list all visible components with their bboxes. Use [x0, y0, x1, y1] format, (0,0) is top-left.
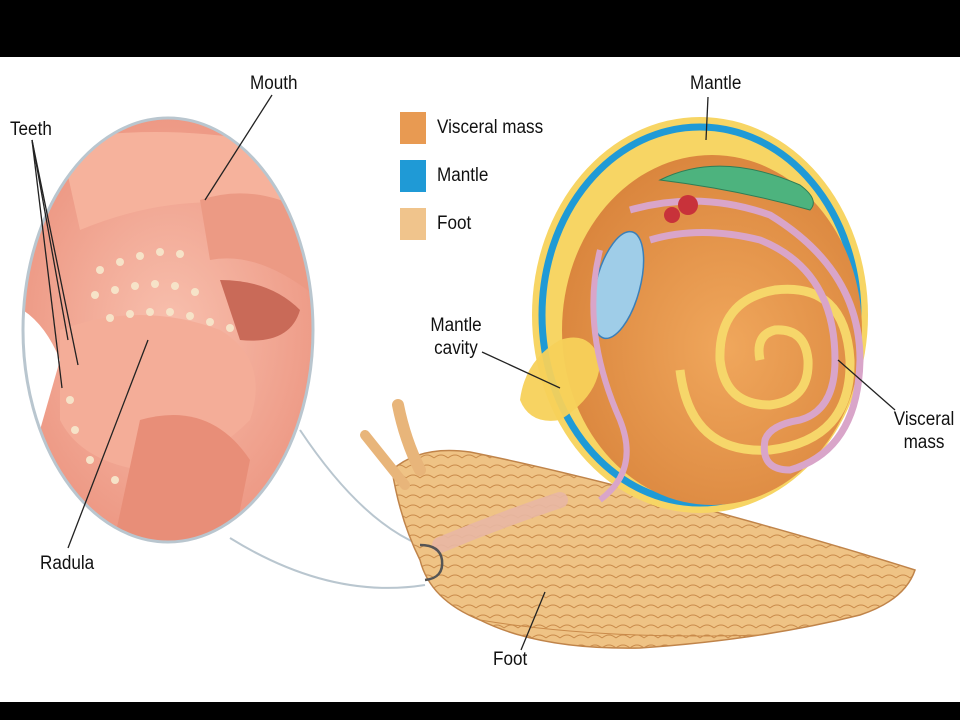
- label-teeth: Teeth: [10, 119, 52, 140]
- label-mouth: Mouth: [250, 73, 298, 94]
- magnifier-connector-lines: [229, 429, 426, 589]
- legend-label: Visceral mass: [437, 117, 544, 138]
- mantle-swatch-icon: [400, 160, 426, 192]
- bottom-black-bar: [0, 702, 960, 720]
- label-foot: Foot: [493, 649, 528, 670]
- top-black-bar: [0, 0, 960, 57]
- legend-label: Mantle: [437, 165, 489, 186]
- label-mantle-cavity-line2: cavity: [434, 338, 478, 359]
- label-mantle-cavity-line1: Mantle: [430, 315, 482, 336]
- label-mantle-cavity: Mantle cavity: [424, 314, 489, 360]
- snail-shell: [520, 117, 868, 513]
- label-mantle: Mantle: [690, 73, 742, 94]
- visceral-mass-swatch-icon: [400, 112, 426, 144]
- label-visceral-mass-line2: mass: [903, 432, 945, 453]
- label-visceral-mass-line1: Visceral: [893, 409, 955, 430]
- foot-swatch-icon: [400, 208, 426, 240]
- leader-lines: [31, 94, 896, 651]
- legend-label: Foot: [437, 213, 472, 234]
- label-radula: Radula: [40, 553, 95, 574]
- label-visceral-mass: Visceral mass: [892, 408, 957, 454]
- snail-foot-body: [360, 399, 916, 649]
- magnifier-lens: [21, 116, 315, 544]
